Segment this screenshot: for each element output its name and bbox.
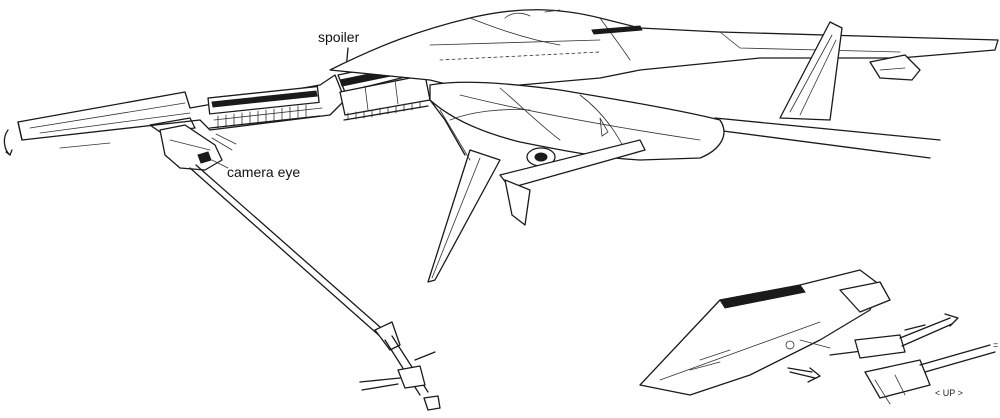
camera-eye-pod [159, 124, 237, 171]
tail-fin [699, 21, 941, 159]
fuselage-top [329, 9, 999, 91]
main-aircraft [3, 9, 999, 283]
ventral-fins [427, 99, 646, 283]
camera-eye-leader [211, 159, 229, 169]
flap-segment-1 [207, 85, 323, 129]
svg-text:=: = [993, 340, 998, 350]
tether-rod [189, 164, 441, 411]
right-wing-tip [869, 54, 921, 81]
up-label: < UP > [935, 388, 963, 398]
camera-eye-label: camera eye [227, 164, 300, 180]
spoiler-label: spoiler [318, 29, 360, 45]
inset-craft: = [639, 269, 998, 405]
